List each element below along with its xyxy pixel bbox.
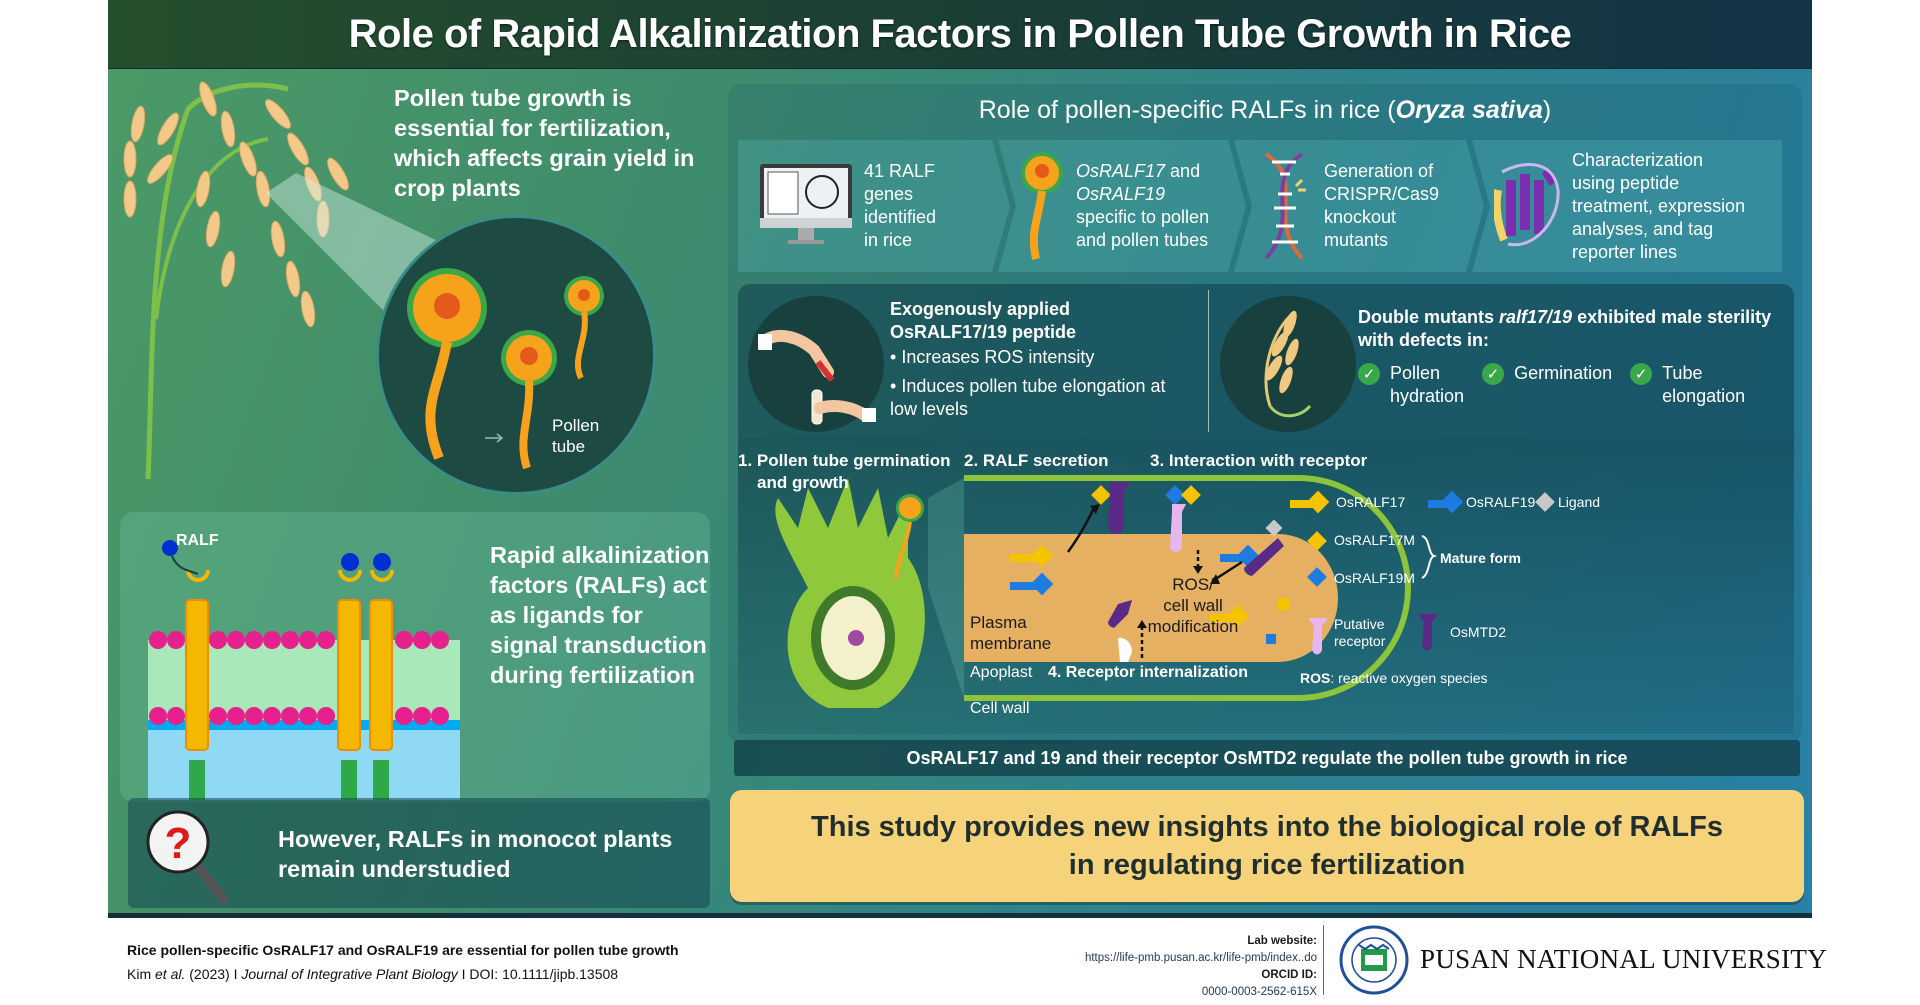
university-name: PUSAN NATIONAL UNIVERSITY: [1420, 944, 1827, 974]
monocot-banner: ? However, RALFs in monocot plants remai…: [128, 798, 710, 908]
step-pollen-specific: OsRALF17 and OsRALF19 specific to pollen…: [998, 140, 1246, 272]
step-2-heading: 2. RALF secretion: [964, 451, 1109, 470]
legend-osmtd2: OsMTD2: [1450, 624, 1506, 640]
step-4-heading: 4. Receptor internalization: [1048, 664, 1249, 681]
ralf-label: RALF: [176, 532, 219, 549]
legend-ros-definition: ROS: reactive oxygen species: [1300, 670, 1488, 686]
exogenous-effects-list: Increases ROS intensity Induces pollen t…: [890, 346, 1190, 427]
ralf-description: Rapid alkalinization factors (RALFs) act…: [490, 542, 710, 688]
checkmark-icon: ✓: [1482, 363, 1505, 385]
step-text: OsRALF17 and OsRALF19 specific to pollen…: [1076, 161, 1210, 250]
citation: Rice pollen-specific OsRALF17 and OsRALF…: [127, 942, 679, 982]
protein-structure-icon: [1494, 163, 1560, 247]
cell-membrane-receptor-diagram: [148, 540, 460, 800]
university-seal-icon: [1339, 925, 1409, 995]
ralf-signaling-illustration: [775, 475, 1555, 708]
title-bar: Role of Rapid Alkalinization Factors in …: [108, 0, 1812, 69]
rice-panicle-icon: [1220, 296, 1356, 432]
lab-info: Lab website: https://life-pmb.pusan.ac.k…: [1085, 933, 1317, 1001]
panel-title: Role of pollen-specific RALFs in rice (O…: [978, 96, 1552, 124]
step-1-heading: 1. Pollen tube germination and growth: [738, 451, 951, 492]
legend-mature-form: Mature form: [1440, 550, 1521, 566]
monocot-text: However, RALFs in monocot plants remain …: [278, 826, 673, 882]
dna-helix-icon: [1256, 150, 1312, 262]
infographic-poster: Role of Rapid Alkalinization Factors in …: [108, 0, 1812, 918]
citation-line: Kim et al. (2023) I Journal of Integrati…: [127, 966, 619, 982]
svg-text:?: ?: [165, 819, 192, 868]
legend-osralf19m: OsRALF19M: [1334, 570, 1415, 586]
ovule-illustration: [775, 478, 925, 708]
apoplast-label: Apoplast: [970, 664, 1033, 681]
pollen-grain-icon: [1020, 151, 1064, 261]
poster-title: Role of Rapid Alkalinization Factors in …: [348, 11, 1572, 56]
intro-text: Pollen tube growth is essential for fert…: [394, 85, 695, 201]
step-3-heading: 3. Interaction with receptor: [1150, 451, 1368, 470]
checkmark-icon: ✓: [1358, 363, 1380, 385]
list-item: Induces pollen tube elongation at low le…: [890, 375, 1190, 421]
checkmark-icon: ✓: [1630, 363, 1653, 385]
orcid-id: 0000-0003-2562-615X: [1201, 986, 1317, 998]
cell-wall-label: Cell wall: [970, 700, 1030, 717]
pollen-tube-illustration: [407, 268, 604, 470]
summary-bar: OsRALF17 and 19 and their receptor OsMTD…: [734, 740, 1800, 776]
legend-osralf19: OsRALF19: [1466, 494, 1536, 510]
ralf-ligand-card: RALF Rapid alkalinization factors (RALFs…: [120, 512, 710, 802]
bottom-rule: [108, 913, 1812, 918]
list-item: Increases ROS intensity: [890, 346, 1190, 369]
pollen-tube-label: Pollen tube: [552, 416, 600, 456]
magnifier-question-icon: ?: [146, 810, 229, 904]
paper-title: Rice pollen-specific OsRALF17 and OsRALF…: [127, 942, 679, 958]
computer-monitor-icon: [760, 160, 852, 252]
mechanism-diagram: 1. Pollen tube germination and growth 2.…: [738, 438, 1794, 734]
defect-germination: ✓ Germination: [1482, 362, 1612, 408]
lab-website-link[interactable]: https://life-pmb.pusan.ac.kr/life-pmb/in…: [1084, 952, 1317, 964]
peptide-application-icon: [748, 296, 884, 432]
legend-osralf17m: OsRALF17M: [1334, 532, 1415, 548]
pollen-zoom-circle: [376, 215, 656, 495]
legend-ligand: Ligand: [1558, 494, 1601, 510]
section-divider: [1208, 290, 1209, 432]
footer-divider: [1323, 925, 1324, 995]
legend-osralf17: OsRALF17: [1336, 494, 1406, 510]
intro-section: Pollen tube growth is essential for fert…: [108, 69, 728, 499]
conclusion-box: This study provides new insights into th…: [730, 790, 1804, 902]
double-mutants-title: Double mutants ralf17/19 exhibited male …: [1358, 307, 1772, 350]
rice-plant-icon: [123, 81, 349, 480]
pollen-specific-ralfs-panel: Role of pollen-specific RALFs in rice (O…: [728, 84, 1802, 744]
